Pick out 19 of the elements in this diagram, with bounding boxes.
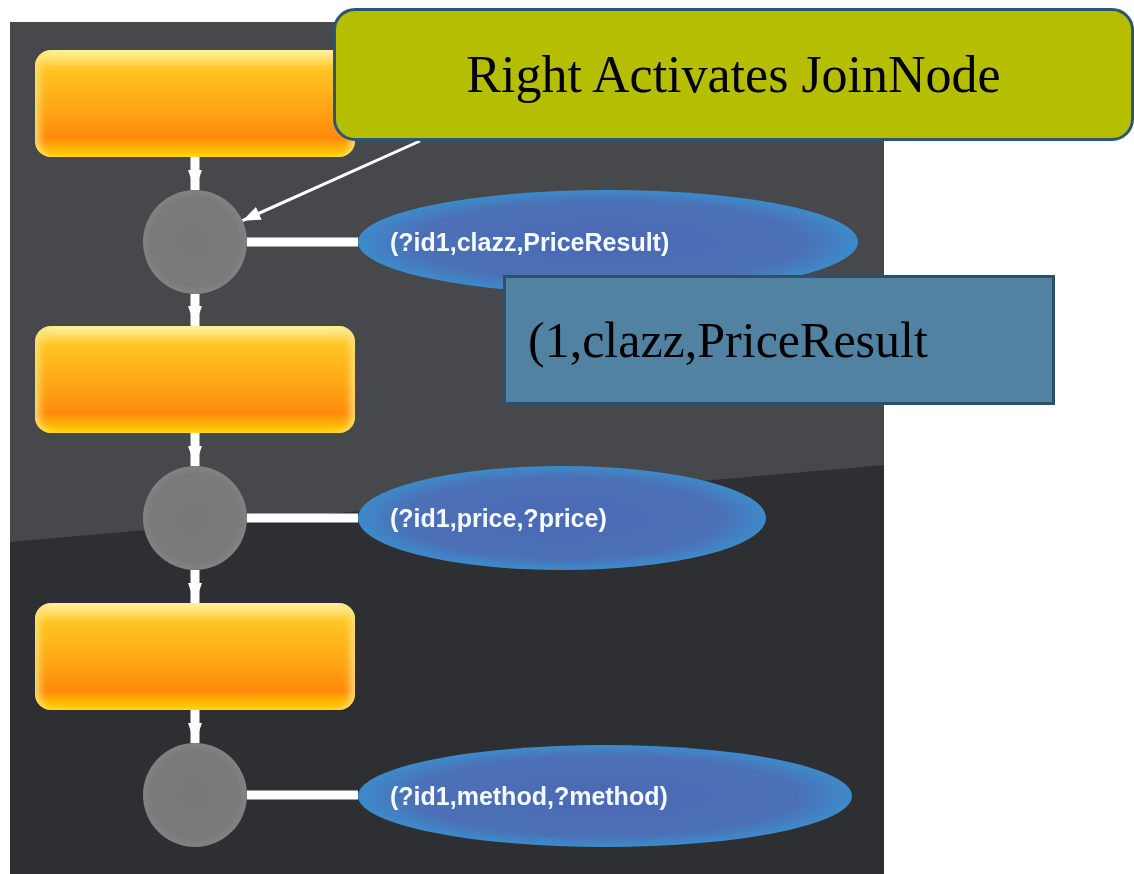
value-box	[503, 275, 1055, 405]
arrow	[188, 433, 202, 466]
node-label: Right Activates JoinNode	[466, 45, 1001, 104]
arrow	[188, 157, 202, 190]
node-label: (?id1,method,?method)	[390, 781, 668, 811]
arrow	[241, 139, 421, 223]
arrow	[188, 710, 202, 743]
process-box	[35, 326, 355, 433]
process-box	[35, 50, 355, 157]
connector-line	[247, 513, 358, 523]
arrow	[188, 294, 202, 326]
callout-box	[333, 8, 1134, 141]
node-label: (?id1,clazz,PriceResult)	[390, 227, 670, 257]
connector-line	[247, 237, 358, 247]
process-box	[35, 603, 355, 710]
connector-line	[247, 790, 358, 800]
node-label: (1,clazz,PriceResult	[528, 311, 928, 369]
node-label: (?id1,price,?price)	[390, 503, 607, 533]
arrow	[188, 570, 202, 603]
